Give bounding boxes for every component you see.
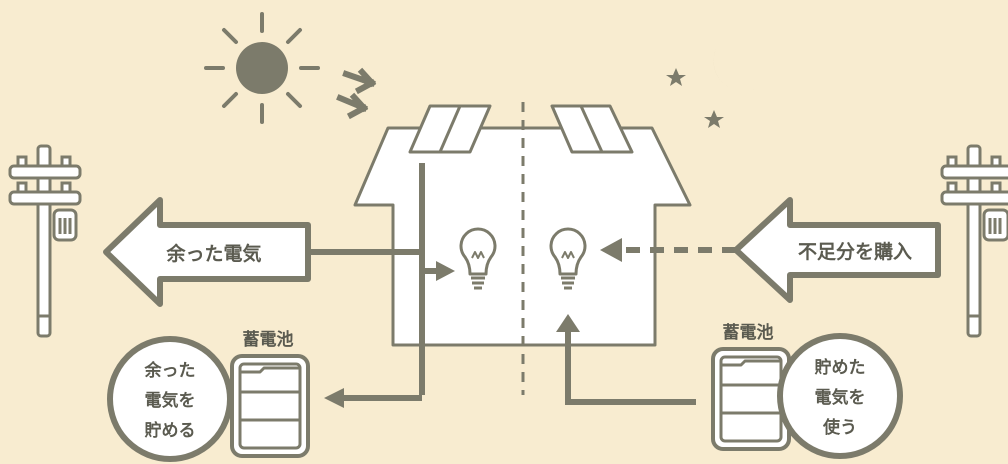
light-bulb-icon (459, 227, 497, 290)
use-circle-line-1: 貯めた (815, 357, 866, 378)
moon-icon (713, 40, 766, 92)
star-icon (704, 110, 724, 128)
use-circle (777, 333, 903, 459)
battery-icon (711, 347, 791, 451)
purchase-arrow (733, 197, 941, 303)
solar-panel-left (408, 104, 492, 154)
use-circle-line-2: 電気を (815, 387, 866, 408)
store-circle-line-3: 貯める (145, 420, 196, 441)
light-bulb-icon (549, 227, 587, 290)
flow-lines (306, 163, 736, 408)
use-circle-line-3: 使う (822, 417, 857, 438)
battery-title-left: 蓄電池 (243, 329, 294, 350)
surplus-arrow (103, 197, 311, 307)
sun-icon (204, 12, 320, 124)
store-circle-line-1: 余った (144, 360, 196, 381)
purchase-label: 不足分を購入 (798, 240, 912, 263)
solar-panel-right (550, 104, 634, 154)
battery-title-right: 蓄電池 (723, 322, 774, 343)
utility-pole-icon (940, 144, 1008, 338)
surplus-label: 余った電気 (165, 242, 261, 265)
store-circle-line-2: 電気を (145, 390, 196, 411)
battery-icon (230, 354, 310, 458)
sunlight-arrow-icon (336, 67, 377, 120)
star-icon (666, 68, 686, 86)
utility-pole-icon (8, 144, 82, 338)
